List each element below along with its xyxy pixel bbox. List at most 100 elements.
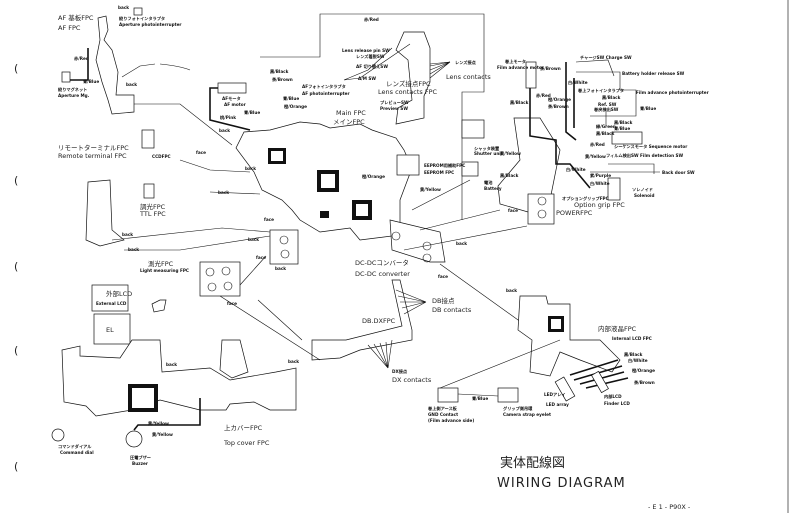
wire-purple-label: 紫/Purple <box>590 172 611 179</box>
wire-yellow-label: 黄/Yellow <box>420 186 441 193</box>
wire-yellow-label: 黄/Yellow <box>585 153 606 160</box>
aperture-mg-label-jp: 絞りマグネット <box>58 86 87 93</box>
face-label: face <box>196 150 206 155</box>
face-label: face <box>264 217 274 222</box>
internal-lcd-fpc <box>517 295 621 377</box>
wire-blue-label: 青/Blue <box>640 105 656 112</box>
power-fpc <box>527 193 555 225</box>
wire-green-label: 緑/Green <box>596 123 616 130</box>
page-number: - E 1 - P90X - <box>648 503 691 511</box>
film-motor-label-en: Film advance motor <box>497 65 545 70</box>
dx-contacts-label-jp: DX接点 <box>392 368 408 375</box>
gnd-contact <box>437 387 459 403</box>
lens-release-label-jp: レンズ着脱SW <box>356 53 385 60</box>
back-door-sw-label: Back door SW <box>662 170 695 175</box>
battery-label-en: Battery <box>484 186 502 191</box>
light-fpc-label-en: Light measuring FPC <box>140 268 189 273</box>
camera-strap-eyelet <box>497 387 519 403</box>
back-label: back <box>275 266 286 271</box>
af-fpc-label-jp: AF 基板FPC <box>58 13 94 22</box>
ttl-fpc <box>143 183 155 199</box>
wire-white-label: 白/White <box>566 166 586 173</box>
ext-lcd-label-jp: 外部LCD <box>106 289 132 298</box>
eeprom-label-en: EEPROM FPC <box>424 170 454 175</box>
gnd-contact-side-label: (Film advance side) <box>428 418 474 423</box>
wire-white-label: 白/White <box>590 180 610 187</box>
lens-contacts-label-en: Lens contacts <box>446 73 491 81</box>
option-grip-label-en: Option grip FPC <box>574 201 625 209</box>
wire-brown-label: 茶/Brown <box>539 65 561 72</box>
main-fpc-label-en: Main FPC <box>336 109 366 117</box>
preview-label-en: Preview SW <box>380 106 408 111</box>
db-contacts-label-en: DB contacts <box>432 306 472 314</box>
led-array <box>554 376 576 402</box>
finder-lcd-label-en: Finder LCD <box>604 401 630 406</box>
back-label: back <box>122 232 133 237</box>
title-jp: 実体配線図 <box>500 455 565 471</box>
dbdx-fpc-label: DB.DXFPC <box>362 317 396 325</box>
face-label: face <box>508 208 518 213</box>
shutter-label-en: Shutter unit <box>474 151 503 156</box>
buzzer-label-jp: 圧電ブザー <box>130 454 151 461</box>
ccd-fpc <box>141 129 155 149</box>
top-cover-fpc <box>61 339 297 417</box>
sequence-motor <box>611 131 643 145</box>
back-label: back <box>118 5 129 10</box>
battery-holder-sw-label: Battery holder release SW <box>622 71 685 76</box>
strap-eyelet-label-jp: グリップ側吊環 <box>503 405 533 412</box>
wire-brown-label: 茶/Brown <box>271 76 293 83</box>
back-label: back <box>126 82 137 87</box>
wire-blue-label: 青/Blue <box>472 395 488 402</box>
dcdc-label-en: DC-DC converter <box>355 270 410 278</box>
charge-sw-label: チャージSW Charge SW <box>580 55 632 61</box>
top-cover-label-jp: 上カバーFPC <box>224 423 263 432</box>
sequence-motor-label: シーケンスモータ Sequence motor <box>614 143 688 150</box>
led-array-label-en: LED array <box>546 402 569 407</box>
dcdc-converter <box>389 219 446 263</box>
wire-yellow-label: 黄/Yellow <box>148 420 169 427</box>
eeprom-label-jp: EEPROM用補助FPC <box>424 162 465 169</box>
back-label: back <box>218 190 229 195</box>
back-label: back <box>219 128 230 133</box>
internal-lcd-label-jp: 内部液晶FPC <box>598 324 637 333</box>
ttl-fpc-label-jp: 調光FPC <box>140 202 166 211</box>
face-label: face <box>438 274 448 279</box>
buzzer <box>125 430 143 448</box>
wire-white-label: 白/White <box>568 79 588 86</box>
finder-lcd-label-jp: 内部LCD <box>604 393 622 400</box>
gnd-contact-label-jp: 巻上側アース板 <box>427 405 458 412</box>
af-pi-label-en: AF photointerrupter <box>302 91 351 96</box>
film-detection-label: フィルム検出SW Film detection SW <box>606 152 684 159</box>
wire-red-label: 赤/Red <box>74 55 89 62</box>
film-motor-label-jp: 巻上モータ <box>504 58 526 65</box>
wire-brown-label: 茶/Brown <box>633 379 655 386</box>
wire-black-label: 黒/Black <box>614 119 633 126</box>
rewind-sw-label: 巻戻検出SW <box>593 106 619 113</box>
shutter-label-jp: シャッタ装置 <box>474 145 500 152</box>
wire-white-label: 白/White <box>628 357 648 364</box>
wire-blue-label: 青/Blue <box>614 125 630 132</box>
ttl-fpc-label-en: TTL FPC <box>139 210 166 218</box>
af-motor <box>217 82 247 94</box>
wire-red-label: 赤/Red <box>536 92 551 99</box>
remote-fpc-label-jp: リモートターミナルFPC <box>58 143 129 152</box>
battery <box>461 161 479 177</box>
shutter-unit <box>461 119 485 139</box>
svg-text:(: ( <box>14 260 18 273</box>
lens-wire <box>260 13 485 220</box>
lens-release-label: Lens release pin SW <box>342 48 390 53</box>
wire-black-label: 黒/Black <box>624 351 643 358</box>
wire-orange-label: 橙/Orange <box>362 173 385 180</box>
back-label: back <box>128 247 139 252</box>
lens-fpc-label-en: Lens contacts FPC <box>378 88 438 96</box>
internal-lcd-label-en: Internal LCD FPC <box>612 336 652 341</box>
external-lcd <box>91 284 129 312</box>
title-en: WIRING DIAGRAM <box>497 476 626 491</box>
power-fpc-label: POWERFPC <box>556 209 593 217</box>
aperture-pi-label-jp: 絞りフォトインタラプタ <box>119 15 165 22</box>
db-contacts-label-jp: DB接点 <box>432 296 455 305</box>
binding-marks: ((((( <box>14 62 18 473</box>
svg-text:(: ( <box>14 62 18 75</box>
preview-label-jp: プレビューSW <box>380 99 409 106</box>
svg-text:(: ( <box>14 174 18 187</box>
